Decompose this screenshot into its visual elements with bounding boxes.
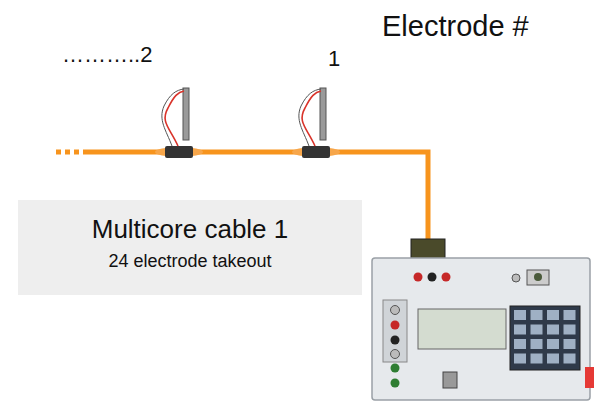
key bbox=[531, 354, 543, 364]
terminal bbox=[428, 273, 437, 282]
callout-number: ………..2 bbox=[62, 42, 152, 67]
takeout-bulge bbox=[292, 147, 340, 157]
takeout-clamp bbox=[165, 146, 193, 158]
box-heading: Multicore cable 1 bbox=[18, 214, 362, 245]
box-subtext: 24 electrode takeout bbox=[18, 251, 362, 273]
socket bbox=[391, 336, 400, 345]
takeout-clamp bbox=[302, 146, 330, 158]
key bbox=[564, 354, 576, 364]
keypad bbox=[510, 306, 580, 370]
callout-number: 1 bbox=[328, 46, 340, 71]
red-tab bbox=[585, 367, 594, 388]
electrode-stake bbox=[183, 88, 189, 140]
cable-label-box: Multicore cable 1 24 electrode takeout bbox=[18, 200, 362, 295]
keys bbox=[514, 310, 576, 364]
key bbox=[564, 310, 576, 320]
icon bbox=[443, 372, 457, 388]
key bbox=[514, 310, 526, 320]
key bbox=[564, 339, 576, 349]
screen bbox=[418, 309, 506, 349]
knob bbox=[512, 274, 520, 282]
electrode-wire bbox=[162, 89, 184, 146]
socket bbox=[391, 350, 400, 359]
key bbox=[514, 325, 526, 335]
cable-continuation bbox=[56, 150, 86, 155]
terminal bbox=[442, 273, 451, 282]
key bbox=[531, 325, 543, 335]
electrode-stake bbox=[320, 88, 326, 140]
key bbox=[564, 325, 576, 335]
socket bbox=[391, 306, 400, 315]
socket bbox=[391, 321, 400, 330]
key bbox=[531, 339, 543, 349]
terminal bbox=[414, 273, 423, 282]
key bbox=[547, 310, 559, 320]
key bbox=[531, 310, 543, 320]
key bbox=[514, 354, 526, 364]
heading-label: Electrode # bbox=[382, 10, 529, 43]
led bbox=[391, 364, 400, 373]
resistivity-meter bbox=[372, 258, 590, 400]
port bbox=[534, 273, 542, 281]
key bbox=[514, 339, 526, 349]
key bbox=[547, 354, 559, 364]
led bbox=[391, 379, 400, 388]
port bbox=[527, 270, 549, 285]
key bbox=[547, 339, 559, 349]
electrode-wire bbox=[299, 89, 321, 146]
side-panel bbox=[383, 300, 407, 362]
key bbox=[547, 325, 559, 335]
takeout-bulge bbox=[155, 147, 203, 157]
cable-connector bbox=[411, 239, 445, 259]
